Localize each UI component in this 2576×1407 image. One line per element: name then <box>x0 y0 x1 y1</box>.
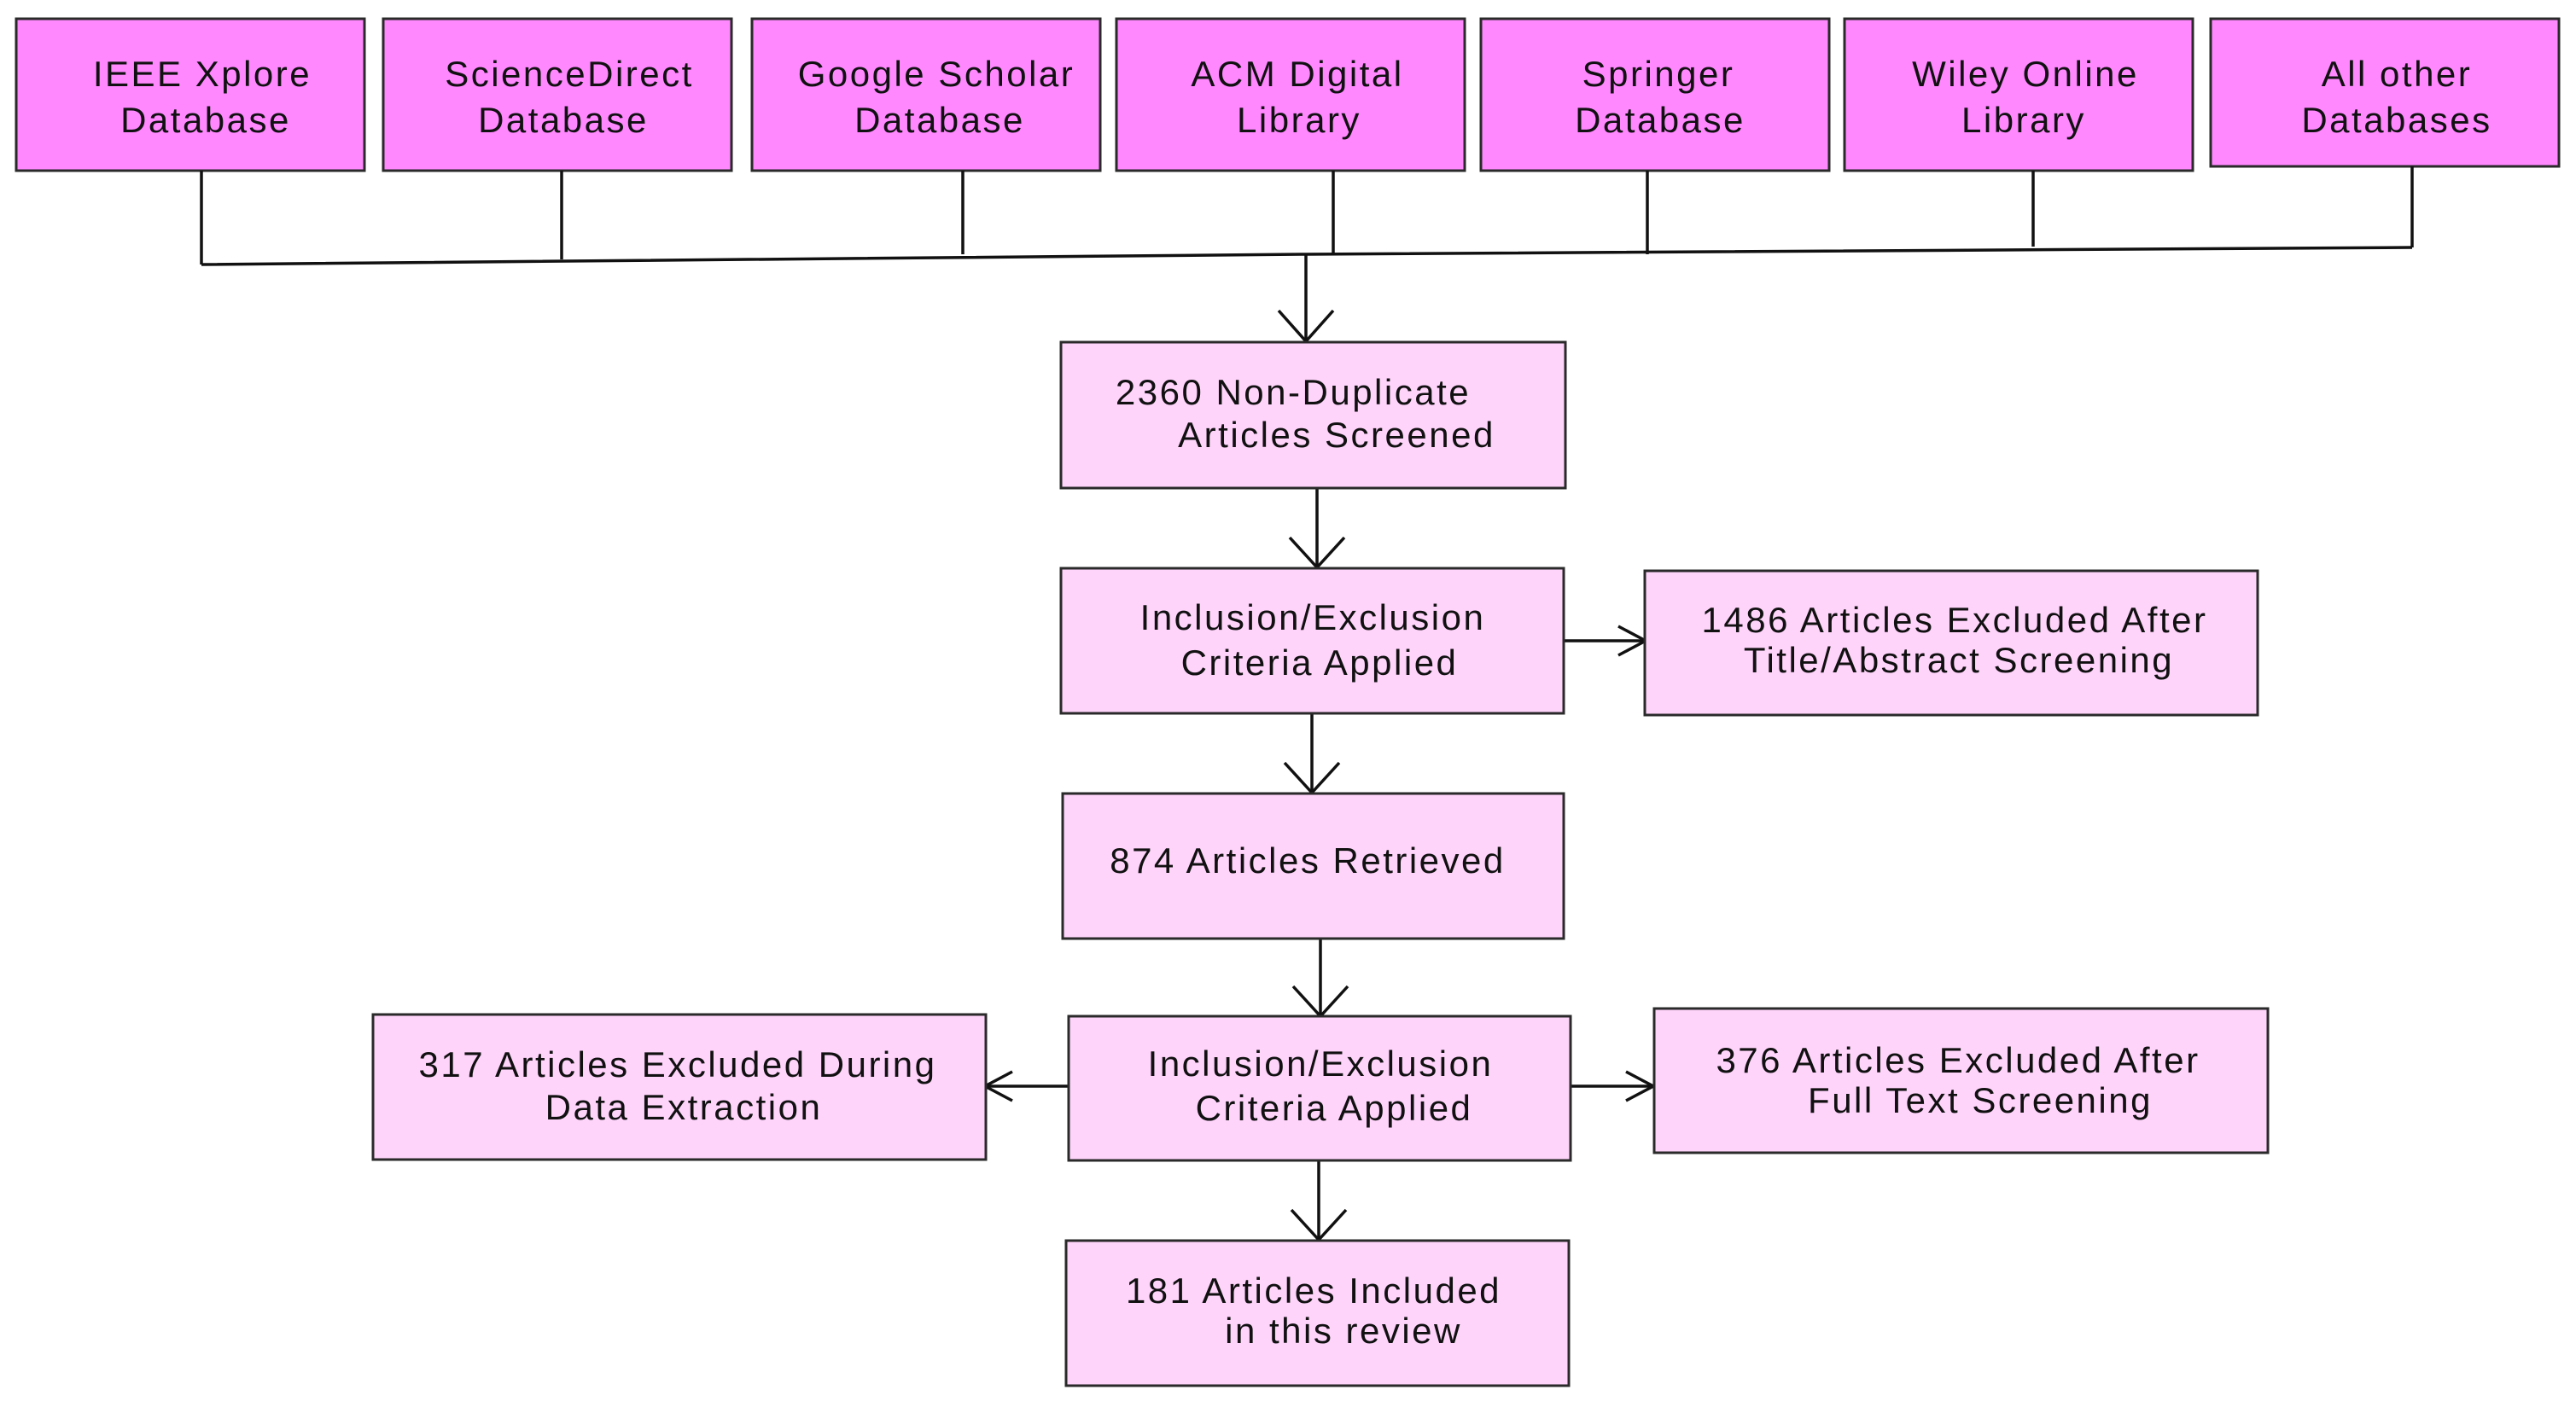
source-label-line1: Wiley Online <box>1912 54 2139 94</box>
source-label-line2: Library <box>1237 100 1361 140</box>
source-acm-digital-library: ACM Digital Library <box>1115 17 1466 172</box>
step-label-line1: 376 Articles Excluded After <box>1716 1040 2200 1080</box>
step-label-line2: in this review <box>1225 1311 1462 1351</box>
box-title-abstract-excluded: 1486 Articles Excluded After Title/Abstr… <box>1643 569 2259 717</box>
step-label-line1: Inclusion/Exclusion <box>1148 1044 1494 1084</box>
arrow-criteria-to-title-excluded <box>1564 625 1649 657</box>
box-inclusion-exclusion-2: Inclusion/Exclusion Criteria Applied <box>1067 1015 1572 1162</box>
box-full-text-excluded: 376 Articles Excluded After Full Text Sc… <box>1652 1007 2270 1154</box>
source-ieee-xplore: IEEE Xplore Database <box>15 17 366 172</box>
box-inclusion-exclusion-1: Inclusion/Exclusion Criteria Applied <box>1059 567 1565 715</box>
step-label-line1: 181 Articles Included <box>1126 1270 1501 1311</box>
step-label-line2: Title/Abstract Screening <box>1744 640 2174 680</box>
step-label-line1: 1486 Articles Excluded After <box>1702 600 2208 640</box>
source-label-line2: Database <box>120 100 291 140</box>
step-label-line1: 317 Articles Excluded During <box>419 1044 937 1084</box>
arrow-criteria-to-included <box>1290 1160 1348 1242</box>
step-label-line1: 2360 Non-Duplicate <box>1116 372 1471 412</box>
source-label-line1: All other <box>2322 54 2473 94</box>
arrow-criteria-to-fulltext-excluded <box>1571 1070 1657 1102</box>
source-all-other-databases: All other Databases <box>2209 17 2561 168</box>
step-label-line2: Criteria Applied <box>1196 1088 1473 1128</box>
arrow-retrieved-to-criteria <box>1291 939 1349 1019</box>
source-sciencedirect: ScienceDirect Database <box>382 17 733 172</box>
source-label-line1: ScienceDirect <box>445 54 694 94</box>
source-label-line2: Databases <box>2301 100 2491 140</box>
source-label-line2: Database <box>1575 100 1746 140</box>
step-label-line2: Full Text Screening <box>1808 1080 2153 1120</box>
step-label-line2: Data Extraction <box>545 1087 823 1127</box>
source-springer: Springer Database <box>1479 17 1831 172</box>
box-data-extraction-excluded: 317 Articles Excluded During Data Extrac… <box>371 1013 988 1161</box>
arrow-sources-to-screened <box>1277 254 1335 344</box>
source-label-line1: Springer <box>1582 54 1735 94</box>
source-label-line2: Database <box>854 100 1025 140</box>
sources-merge-connector <box>200 166 2414 266</box>
arrow-criteria-to-extraction-excluded <box>982 1070 1068 1102</box>
source-label-line1: Google Scholar <box>798 54 1075 94</box>
source-label-line1: IEEE Xplore <box>93 54 312 94</box>
step-label-line2: Criteria Applied <box>1181 642 1459 683</box>
source-label-line2: Database <box>478 100 649 140</box>
box-non-duplicate-screened: 2360 Non-Duplicate Articles Screened <box>1059 340 1567 490</box>
source-wiley-online-library: Wiley Online Library <box>1843 17 2194 172</box>
source-label-line1: ACM Digital <box>1191 54 1403 94</box>
step-label-line1: 874 Articles Retrieved <box>1110 840 1506 881</box>
box-articles-included: 181 Articles Included in this review <box>1064 1239 1571 1387</box>
arrow-criteria-to-retrieved <box>1283 714 1341 795</box>
source-label-line2: Library <box>1961 100 2086 140</box>
box-articles-retrieved: 874 Articles Retrieved <box>1061 792 1565 940</box>
source-google-scholar: Google Scholar Database <box>750 17 1102 172</box>
arrow-screened-to-criteria <box>1288 488 1346 570</box>
step-label-line2: Articles Screened <box>1178 415 1495 455</box>
step-label-line1: Inclusion/Exclusion <box>1140 597 1486 637</box>
